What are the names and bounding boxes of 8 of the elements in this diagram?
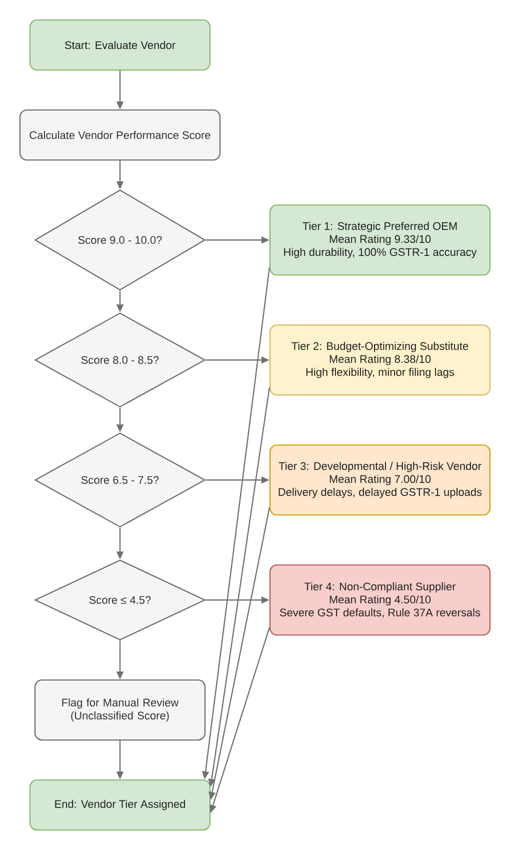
- tier-box: Tier 3: Developmental / High-Risk Vendor Mean Rating 7.00/10 Delivery delays, delayed GSTR-1 uploads: [269, 444, 491, 516]
- tier-box: Tier 2: Budget-Optimizing Substitute Mean Rating 8.38/10 High flexibility, minor filing lags: [269, 324, 491, 396]
- tier-box: Tier 4: Non-Compliant Supplier Mean Rating 4.50/10 Severe GST defaults, Rule 37A reversals: [269, 564, 491, 636]
- tier-box: Tier 1: Strategic Preferred OEM Mean Rating 9.33/10 High durability, 100% GSTR-1 accuracy: [269, 204, 491, 276]
- process-box: Calculate Vendor Performance Score: [19, 109, 221, 161]
- end-box: End: Vendor Tier Assigned: [29, 779, 211, 831]
- start-box: Start: Evaluate Vendor: [29, 19, 211, 71]
- review-box: Flag for Manual Review (Unclassified Score): [34, 679, 206, 741]
